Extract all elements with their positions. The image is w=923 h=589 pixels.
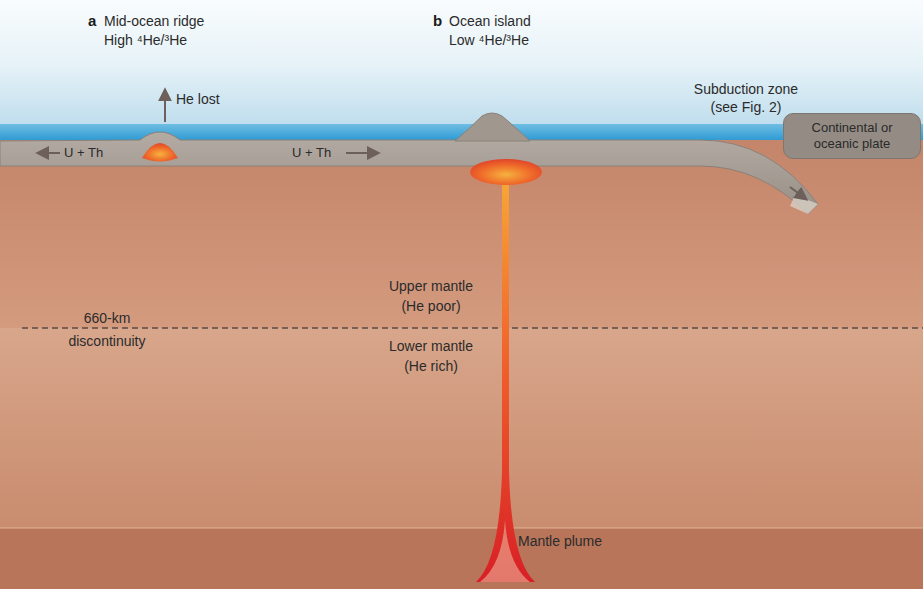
plate-label: Continental or oceanic plate <box>792 120 912 152</box>
layer-label: Upper mantle (He poor) <box>376 276 486 316</box>
discontinuity-line <box>22 327 923 328</box>
process-label: He lost <box>176 90 220 108</box>
subduction-arrow <box>790 187 806 199</box>
layer-label: Lower mantle (He rich) <box>376 336 486 376</box>
isotope-ratio: High ⁴He/³He <box>104 31 187 49</box>
site-name: Ocean island <box>449 12 531 30</box>
feature-label: Mantle plume <box>518 532 602 550</box>
ridge-magma <box>142 143 178 162</box>
plate-motion-arrow <box>38 152 60 154</box>
oceanic-plate <box>0 132 818 214</box>
boundary-label: 660-km discontinuity <box>52 307 162 353</box>
element-label: U + Th <box>292 145 331 161</box>
helium-loss-arrow <box>164 90 166 122</box>
panel-letter: b <box>433 12 442 30</box>
plume-head <box>470 159 542 185</box>
zone-label: Subduction zone (see Fig. 2) <box>680 80 812 116</box>
isotope-ratio: Low ⁴He/³He <box>449 31 529 49</box>
plate-block: Continental or oceanic plate <box>783 113 921 159</box>
plate-motion-arrow <box>346 152 378 154</box>
mantle-plume <box>476 180 535 582</box>
panel-letter: a <box>88 12 96 30</box>
volcanic-island <box>455 113 530 141</box>
element-label: U + Th <box>64 145 103 161</box>
site-name: Mid-ocean ridge <box>104 12 204 30</box>
